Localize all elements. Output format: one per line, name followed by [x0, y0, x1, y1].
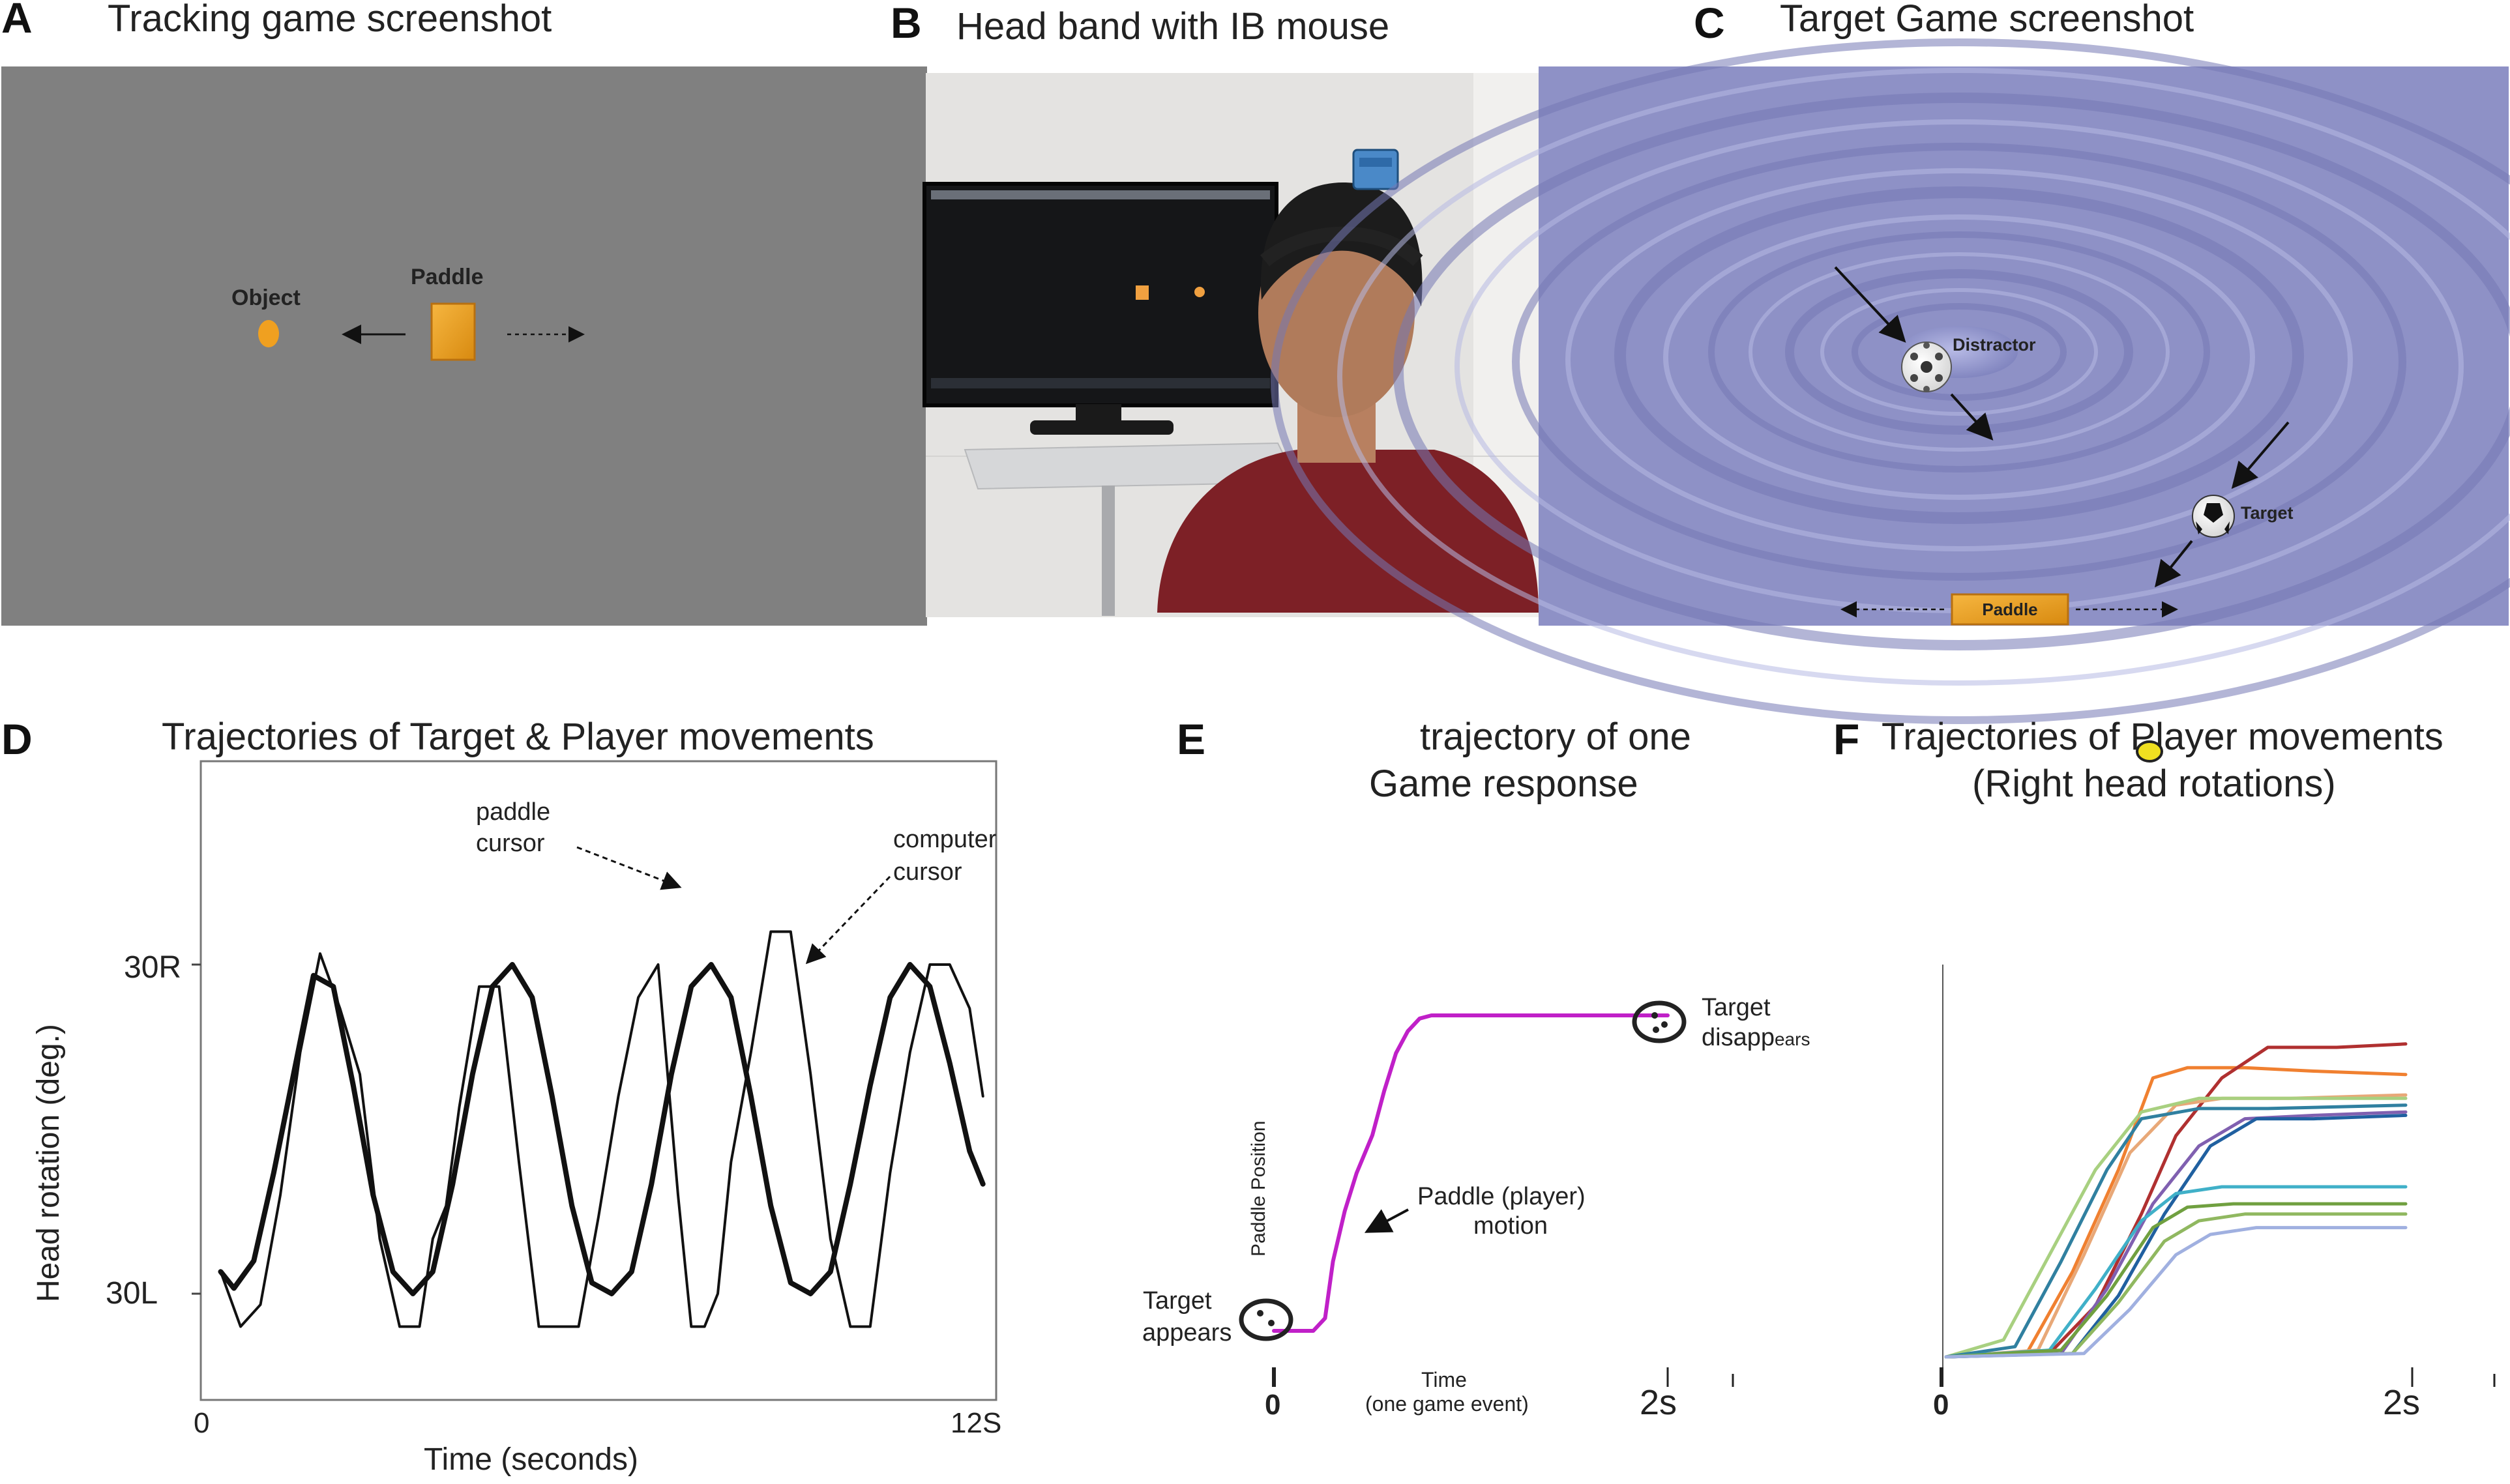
distractor-arrow-out — [1950, 393, 1994, 441]
d-ytick-top: 30R — [124, 950, 181, 985]
panel-f-title-1: Trajectories of Player movements — [1882, 716, 2444, 758]
paddle-label-c: Paddle — [1982, 600, 2037, 619]
e-series-group — [1272, 1013, 1670, 1333]
paddle-block — [430, 302, 476, 361]
target-disappears-marker — [1632, 1000, 1687, 1043]
distractor-arrow-in — [1834, 266, 1906, 343]
f-series-10 — [1944, 1212, 2408, 1359]
f-series-5 — [1944, 1103, 2408, 1359]
target-disappears-1: Target — [1702, 994, 1771, 1021]
d-series-computer-cursor — [218, 962, 986, 1296]
target-ball — [2192, 495, 2235, 538]
f-series-group — [1944, 1042, 2408, 1359]
d-xtick-end: 12S — [951, 1407, 1001, 1439]
panel-f-label: F — [1833, 715, 1859, 763]
panel-a: A Tracking game screenshot Object Paddle — [1, 0, 927, 626]
d-ylabel: Head rotation (deg.) — [31, 1024, 66, 1302]
panel-c: C Target Game screenshot — [1271, 0, 2510, 724]
f-series-2 — [1944, 1042, 2408, 1359]
target-arrow-out — [2155, 540, 2193, 588]
panel-e: E trajectory of one Game response Paddle… — [1142, 715, 1810, 1422]
motion-arrow — [1364, 1208, 1409, 1233]
object-ball — [258, 320, 279, 347]
target-disappears-2: disappears — [1702, 1024, 1810, 1051]
e-xlabel-2: (one game event) — [1365, 1392, 1529, 1416]
panel-d-title: Trajectories of Target & Player movement… — [162, 716, 874, 758]
e-xtick-start: 0 — [1265, 1389, 1280, 1421]
paddle-bar — [1951, 593, 2069, 626]
panel-e-title-2: Game response — [1369, 763, 1638, 805]
panel-c-title: Target Game screenshot — [1780, 0, 2194, 40]
e-xtick-end: 2s — [1640, 1383, 1677, 1422]
f-series-9 — [1944, 1202, 2408, 1359]
highlight-dot-icon — [2136, 740, 2163, 763]
panel-b-title: Head band with IB mouse — [956, 5, 1389, 48]
f-series-4 — [1944, 1096, 2408, 1359]
target-label: Target — [2241, 503, 2294, 523]
panel-e-label: E — [1177, 715, 1205, 763]
ib-mouse-device — [1352, 149, 1399, 190]
f-xtick-end: 2s — [2383, 1383, 2420, 1422]
plot-frame-d — [199, 760, 997, 1401]
target-appears-marker — [1239, 1298, 1293, 1341]
d-annot-paddle-2: cursor — [476, 830, 545, 857]
d-series-paddle-cursor — [219, 930, 984, 1328]
panel-a-label: A — [1, 0, 33, 42]
d-xlabel: Time (seconds) — [424, 1442, 638, 1477]
d-series-group — [218, 930, 986, 1328]
panel-d-label: D — [1, 715, 33, 763]
motion-label-2: motion — [1473, 1212, 1548, 1240]
e-ylabel: Paddle Position — [1248, 1121, 1269, 1257]
d-annot-computer-2: cursor — [893, 858, 962, 886]
motion-label-1: Paddle (player) — [1417, 1183, 1586, 1210]
target-arrow-in — [2231, 421, 2290, 489]
e-xlabel-1: Time — [1421, 1368, 1467, 1391]
d-annot-paddle-1: paddle — [476, 798, 550, 826]
object-label: Object — [231, 285, 301, 310]
panel-d: D Trajectories of Target & Player moveme… — [1, 715, 1001, 1477]
paddle-label-a: Paddle — [411, 265, 483, 289]
e-series-paddle-trajectory — [1272, 1013, 1670, 1333]
target-appears-1: Target — [1143, 1287, 1212, 1315]
f-series-1 — [1944, 1066, 2408, 1359]
panel-f: F Trajectories of Player movements (Righ… — [1833, 715, 2496, 1422]
f-xtick-start: 0 — [1933, 1389, 1949, 1421]
f-series-8 — [1944, 1185, 2408, 1359]
d-ytick-bottom: 30L — [106, 1276, 158, 1311]
panel-a-title: Tracking game screenshot — [108, 0, 552, 40]
distractor-ball — [1901, 342, 1952, 392]
monitor — [923, 182, 1278, 407]
d-annot-computer-1: computer — [893, 826, 997, 853]
panel-f-title-2: (Right head rotations) — [1972, 763, 2336, 805]
panel-b-label: B — [891, 0, 922, 47]
d-annot-paddle-arrow — [576, 846, 682, 890]
distractor-label: Distractor — [1953, 335, 2036, 355]
panel-b: B Head band with IB mouse — [891, 0, 1539, 617]
panel-e-title-1: trajectory of one — [1420, 716, 1691, 758]
d-xtick-start: 0 — [194, 1407, 209, 1439]
target-game-screenshot — [1271, 38, 2510, 724]
d-annot-computer-arrow — [805, 875, 891, 965]
panel-c-label: C — [1694, 0, 1725, 47]
target-appears-2: appears — [1142, 1319, 1232, 1346]
f-series-11 — [1944, 1226, 2408, 1359]
